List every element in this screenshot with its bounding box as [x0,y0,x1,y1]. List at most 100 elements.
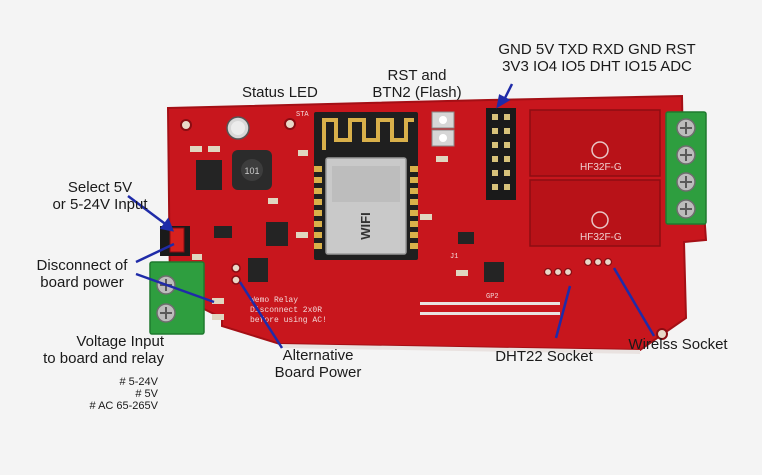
label-header-pins: GND 5V TXD RXD GND RST 3V3 IO4 IO5 DHT I… [484,41,710,75]
module-pad [314,243,322,249]
label-dht22-socket: DHT22 Socket [495,348,593,365]
label-alt-power: Alternative Board Power [262,347,374,381]
mounting-hole [656,328,668,340]
arrow-alt-power [238,281,284,349]
smd-component [436,156,448,162]
header-pin [504,142,510,148]
label-line: Select 5V [67,179,133,196]
module-pad [410,199,418,205]
inductor-label: 101 [244,166,259,176]
label-voltage-input: Voltage Input to board and relay [18,333,164,367]
silkscreen-line: before using AC! [250,316,327,325]
mounting-hole [284,118,296,130]
smd-component [298,150,308,156]
rst-button-cap [439,116,447,124]
arrow-select [127,195,169,227]
arrow-disconnect-1 [135,242,175,264]
module-pad [410,221,418,227]
label-line: or 5-24V Input [52,196,148,213]
module-pad [410,243,418,249]
smd-component [214,226,232,238]
module-pad [314,177,322,183]
header-pin [492,184,498,190]
header-pin [504,170,510,176]
relay-logo [591,141,609,159]
label-line: 3V3 IO4 IO5 DHT IO15 ADC [502,58,692,75]
header-pin [492,114,498,120]
smd-component [248,258,268,282]
silkscreen-tag: GP2 [486,293,499,301]
flash-button-cap [439,134,447,142]
silkscreen-line: Disconnect 2x0R [250,306,322,315]
label-line: BTN2 (Flash) [372,84,462,101]
inductor-core [241,159,263,181]
socket-pad [553,267,563,277]
module-pad [314,188,322,194]
label-line: Voltage Input [76,333,164,350]
module-pad [410,188,418,194]
smd-component [266,222,288,246]
smd-component [190,146,202,152]
regulator-ic [196,160,222,190]
socket-pad [543,267,553,277]
dht-socket-pads [543,267,573,277]
label-status-led: Status LED [242,84,318,101]
mounting-hole [180,119,192,131]
header-pin [492,142,498,148]
label-line: Board Power [274,364,362,381]
label-line: board power [40,274,124,291]
esp-shield-text-area [332,166,400,202]
header-pins [492,114,510,190]
output-terminal [665,111,707,225]
module-pad [314,166,322,172]
socket-pad [563,267,573,277]
callout-arrows [127,83,656,349]
smd-component [420,214,432,220]
module-pad [314,232,322,238]
module-pad [314,199,322,205]
socket-pad [603,257,613,267]
label-line: GND 5V TXD RXD GND RST [498,41,696,58]
relay-logo [591,211,609,229]
label-rst-btn2: RST and BTN2 (Flash) [362,67,472,101]
alt-power-pad [231,275,241,285]
wifi-antenna-trace [322,118,414,150]
socket-pad [583,257,593,267]
arrow-dht [554,285,572,339]
relay-label: HF32F-G [580,162,622,173]
socket-pad [593,257,603,267]
wireless-socket-pads [583,257,613,267]
label-line: to board and relay [43,350,164,367]
header-pin [492,128,498,134]
module-pad [314,210,322,216]
module-pad [410,177,418,183]
relay-label: HF32F-G [580,232,622,243]
arrow-wireless [612,267,656,337]
arrow-disconnect-2 [135,272,215,304]
silkscreen-tag: J1 [450,253,458,261]
zero-ohm-resistor [212,298,224,304]
label-voltage-options: # 5-24V # 5V # AC 65-265V [40,376,159,412]
jumper-cap [169,227,185,253]
header-pin [492,156,498,162]
module-pad [410,166,418,172]
arrowhead-select [159,217,175,232]
label-line: RST and [387,67,447,84]
voltage-option: # 5-24V [119,376,158,388]
module-pads [314,166,418,249]
smd-component [456,270,468,276]
smd-component [208,146,220,152]
silkscreen-line: Wemo Relay [250,296,298,305]
smd-component [296,232,308,238]
module-pad [410,210,418,216]
header-pin [492,170,498,176]
relay-2 [529,179,661,247]
header-pin [504,128,510,134]
module-pad [314,221,322,227]
smd-component [458,232,474,244]
module-pad [410,232,418,238]
pin-header [486,108,516,200]
label-line: Disconnect of [36,257,128,274]
